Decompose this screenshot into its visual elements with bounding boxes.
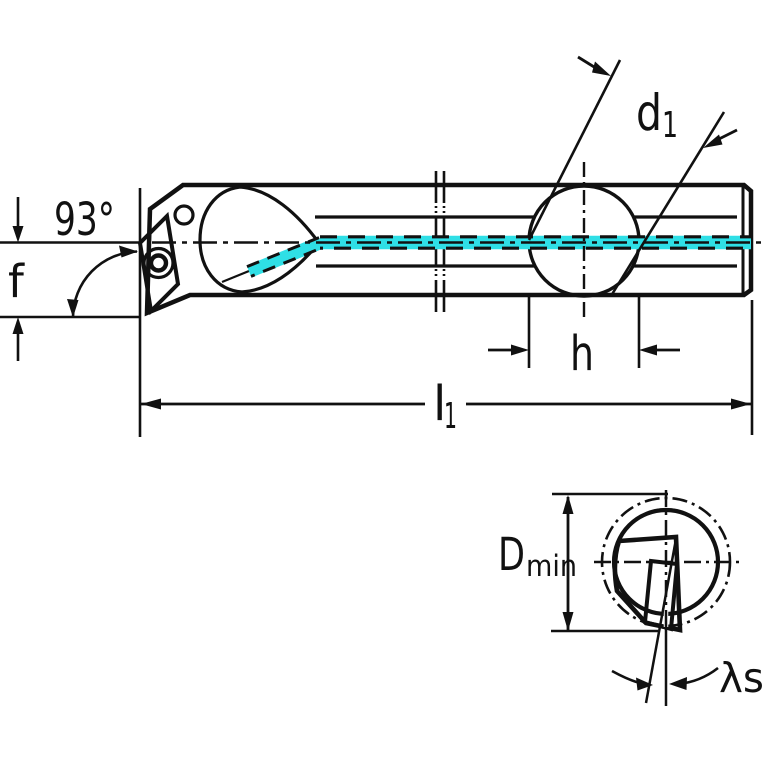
h-arrow-left [511, 344, 529, 356]
dmin-arrow-down [562, 612, 574, 631]
h-arrow-right [639, 344, 657, 356]
coolant-channel-angled [246, 236, 324, 278]
relief-notch-circle [173, 204, 195, 226]
dmin-dimension [551, 492, 668, 633]
d1-leader-right [609, 111, 726, 297]
f-arrow-down [12, 226, 24, 243]
lambda-s-label: λs [719, 654, 764, 702]
angle-arrow-bottom [67, 299, 79, 318]
dmin-arrow-up [562, 495, 574, 514]
lambda-arrow-right [669, 677, 687, 690]
d1-leader-left [527, 59, 622, 241]
h-label: h [570, 326, 594, 382]
d1-dimension [527, 55, 738, 297]
l1-arrow-left [141, 398, 161, 410]
pocket-contour [198, 185, 322, 294]
coolant-angled-dash-upper [246, 236, 320, 268]
f-label: f [8, 255, 25, 308]
coolant-angled-dash-lower [250, 246, 323, 278]
d1-arrow-right [703, 134, 723, 148]
d1-label: d [636, 84, 662, 142]
angle-label: 93° [54, 193, 115, 246]
f-dimension [0, 197, 140, 361]
side-view: 93° f d 1 h l 1 [0, 55, 766, 437]
insert-screw-hole [148, 253, 169, 273]
lambda-arrow-left [636, 677, 653, 691]
d1-arrow-left [592, 61, 611, 76]
lambda-reference-line [644, 538, 678, 704]
l1-arrow-right [731, 398, 751, 410]
dmin-label-sub: min [526, 549, 577, 583]
l1-label-sub: 1 [444, 396, 457, 437]
f-arrow-up [12, 317, 24, 334]
insert-screw-outer [142, 246, 175, 280]
h-dimension [488, 296, 680, 368]
bar-body [144, 182, 754, 317]
dmin-label: D [498, 528, 525, 581]
angle-arrow-top [119, 245, 138, 258]
angle-arc [71, 250, 138, 318]
d1-label-sub: 1 [662, 105, 678, 146]
end-view: D min λs [498, 490, 764, 706]
l1-dimension [138, 188, 754, 437]
lambda-dimension [611, 666, 719, 691]
angle-dimension [67, 245, 138, 318]
l1-label: l [433, 376, 446, 432]
